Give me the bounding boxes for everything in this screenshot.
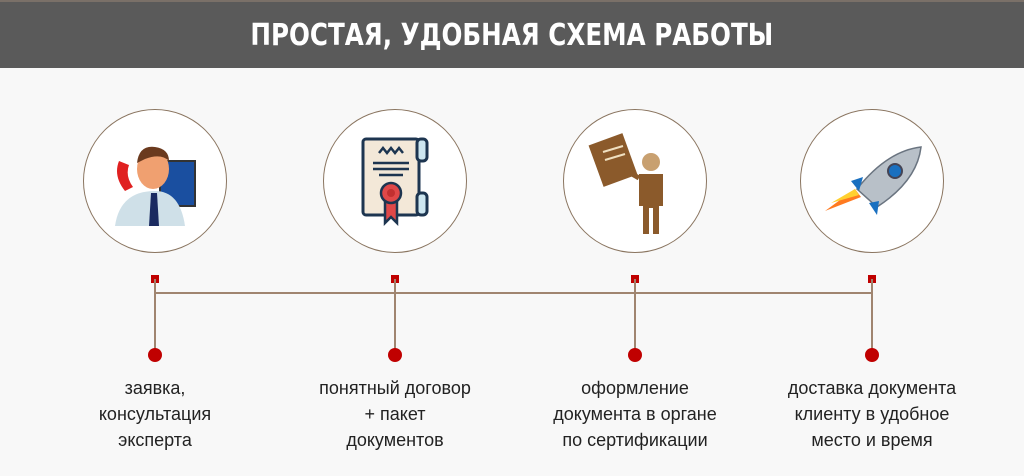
timeline-connector-2 [394, 279, 396, 355]
timeline-dot-1 [148, 348, 162, 362]
timeline-dot-2 [388, 348, 402, 362]
timeline-connector-3 [634, 279, 636, 355]
step-1-label: заявка, консультация эксперта [40, 375, 270, 453]
timeline-dot-3 [628, 348, 642, 362]
step-1-line-2: консультация [98, 404, 212, 424]
step-1-line-1: заявка, [124, 378, 186, 398]
timeline-line [155, 292, 873, 294]
step-2-line-3: документов [346, 430, 444, 450]
step-4-line-1: доставка документа [787, 378, 957, 398]
step-2-label: понятный договор + пакет документов [280, 375, 510, 453]
step-3-line-1: оформление [581, 378, 689, 398]
contract-scroll-icon [361, 137, 429, 227]
person-document-icon [588, 133, 663, 234]
step-4-line-2: клиенту в удобное [794, 404, 950, 424]
step-1-line-3: эксперта [118, 430, 192, 450]
step-4-circle [800, 109, 944, 253]
step-2-line-1: понятный договор [319, 378, 471, 398]
timeline-connector-4 [871, 279, 873, 355]
step-1-circle [83, 109, 227, 253]
step-3-label: оформление документа в органе по сертифи… [520, 375, 750, 453]
step-2-circle [323, 109, 467, 253]
timeline-connector-1 [154, 279, 156, 355]
rocket-icon [825, 146, 922, 215]
step-3-circle [563, 109, 707, 253]
step-4-label: доставка документа клиенту в удобное мес… [757, 375, 987, 453]
timeline-dot-4 [865, 348, 879, 362]
step-3-line-2: документа в органе [553, 404, 717, 424]
page-title: ПРОСТАЯ, УДОБНАЯ СХЕМА РАБОТЫ [250, 17, 774, 53]
operator-phone-icon [115, 146, 196, 226]
step-3-line-3: по сертификации [562, 430, 708, 450]
header-banner: ПРОСТАЯ, УДОБНАЯ СХЕМА РАБОТЫ [0, 0, 1024, 68]
step-4-line-3: место и время [811, 430, 933, 450]
step-2-line-2: + пакет [364, 404, 426, 424]
